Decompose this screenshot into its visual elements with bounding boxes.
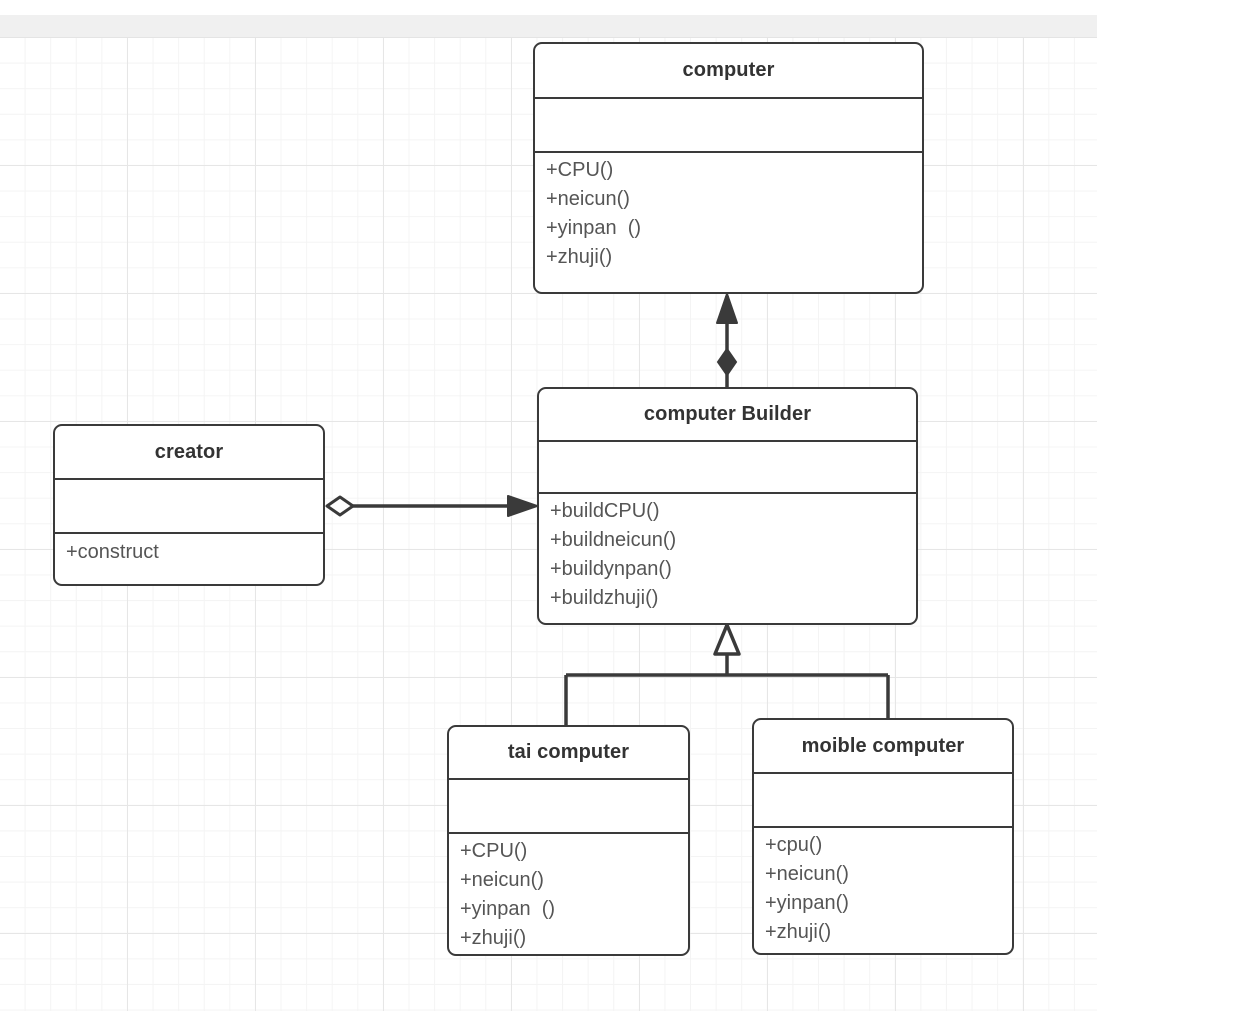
class-methods-compartment: +buildCPU() +buildneicun() +buildynpan()… (539, 494, 916, 622)
filled-diamond-marker (716, 347, 738, 377)
connector-generalization-tree (564, 623, 890, 725)
class-methods-compartment: +CPU() +neicun() +yinpan () +zhuji() (449, 834, 688, 953)
class-method: +yinpan () (460, 898, 556, 920)
uml-class-computer-builder[interactable]: computer Builder +buildCPU() +buildneicu… (537, 387, 918, 625)
class-method: +CPU() (546, 159, 614, 181)
filled-arrow-marker (716, 293, 738, 324)
class-method: +buildzhuji() (550, 587, 659, 609)
class-method: +yinpan () (546, 217, 642, 239)
class-attributes-compartment (449, 780, 688, 834)
diagram-canvas[interactable]: computer --> computer Builder --> comput… (0, 38, 1097, 1011)
class-method: +buildCPU() (550, 500, 660, 522)
class-method: +cpu() (765, 834, 823, 856)
hollow-diamond-marker (325, 495, 355, 517)
toolbar-strip (0, 15, 1097, 38)
class-title: tai computer (449, 727, 688, 780)
class-method: +buildynpan() (550, 558, 672, 580)
class-methods-compartment: +CPU() +neicun() +yinpan () +zhuji() (535, 153, 922, 291)
class-title: creator (55, 426, 323, 480)
uml-class-computer[interactable]: computer +CPU() +neicun() +yinpan () +zh… (533, 42, 924, 294)
class-method: +neicun() (765, 863, 849, 885)
class-attributes-compartment (539, 442, 916, 494)
class-attributes-compartment (55, 480, 323, 534)
class-title: computer Builder (539, 389, 916, 442)
class-attributes-compartment (535, 99, 922, 153)
connector-creator-aggregates-builder (325, 495, 538, 517)
connector-builder-composes-computer (716, 293, 738, 387)
class-methods-compartment: +cpu() +neicun() +yinpan() +zhuji() (754, 828, 1012, 952)
class-method: +zhuji() (546, 246, 613, 268)
class-method: +neicun() (460, 869, 544, 891)
uml-class-tai-computer[interactable]: tai computer +CPU() +neicun() +yinpan ()… (447, 725, 690, 956)
class-method: +zhuji() (765, 921, 832, 943)
class-method: +construct (66, 541, 159, 563)
class-title: computer (535, 44, 922, 99)
class-method: +neicun() (546, 188, 630, 210)
class-method: +zhuji() (460, 927, 527, 949)
class-method: +CPU() (460, 840, 528, 862)
class-title: moible computer (754, 720, 1012, 774)
class-methods-compartment: +construct (55, 534, 323, 584)
class-method: +yinpan() (765, 892, 849, 914)
class-attributes-compartment (754, 774, 1012, 828)
class-method: +buildneicun() (550, 529, 677, 551)
hollow-triangle-marker (713, 623, 741, 656)
uml-class-creator[interactable]: creator +construct (53, 424, 325, 586)
filled-arrow-marker (507, 495, 538, 517)
uml-class-moible-computer[interactable]: moible computer +cpu() +neicun() +yinpan… (752, 718, 1014, 955)
